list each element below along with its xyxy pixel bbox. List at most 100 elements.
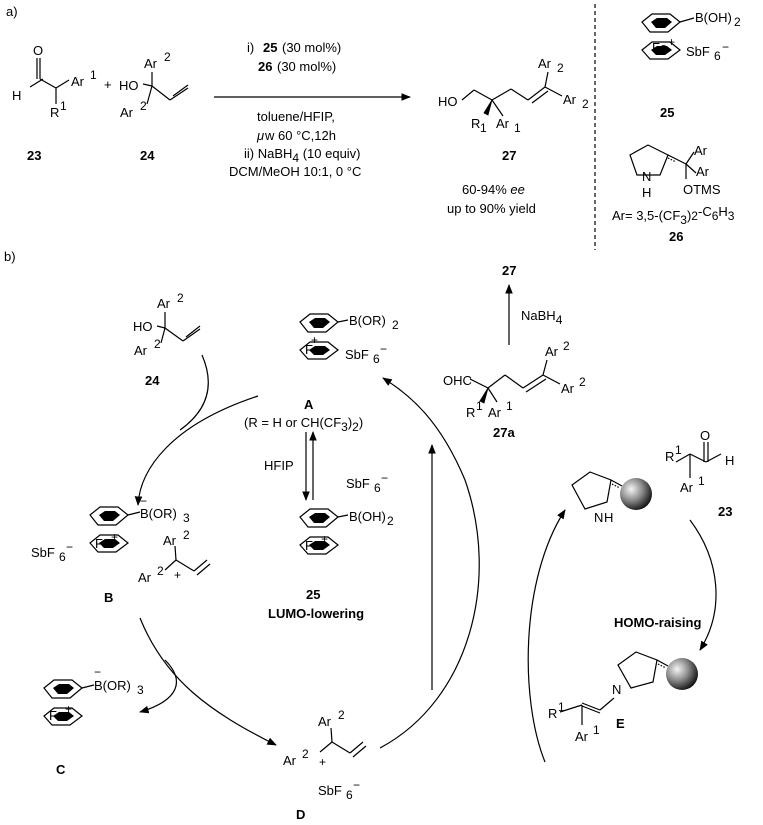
cycle-arrow-a-to-b [134, 395, 259, 506]
catalyst-26-structure: N H Ar Ar OTMS [629, 143, 721, 200]
amine-n: N [594, 510, 603, 525]
species-a-note: (R = H or CH(CF3)2) [244, 415, 363, 434]
cycle-arrow-23-to-e [689, 519, 717, 651]
aldehyde-r: R [50, 105, 59, 120]
cat26-otms: OTMS [683, 182, 721, 197]
cat25-boron: B(OH) [695, 10, 732, 25]
a23c-ar: Ar [680, 480, 694, 495]
product-ar2-right: Ar [563, 92, 577, 107]
i27a-ohc: OHC [443, 373, 472, 388]
compound-27-top-id: 27 [502, 263, 516, 278]
cond-solvent: toluene/HFIP, [257, 109, 335, 124]
compound-24-cycle-id: 24 [145, 373, 160, 388]
cat26-h: H [642, 185, 651, 200]
cond-mw: w 60 °C,12h [264, 128, 336, 143]
spb-ar-left-sup: 2 [157, 564, 164, 578]
compound-25-id: 25 [660, 105, 674, 120]
i27a-ar2-right-sup: 2 [579, 375, 586, 389]
i27a-ar1-sup: 1 [506, 399, 513, 413]
i27a-ar2-top: Ar [545, 344, 559, 359]
product-ar1: Ar [496, 116, 510, 131]
enamine-ar-sup: 1 [593, 723, 600, 737]
a23c-o: O [700, 428, 710, 443]
compound-23-cycle-id: 23 [718, 504, 732, 519]
cat25-anion-sub: 6 [714, 49, 721, 63]
cond-step2-solvent: DCM/MeOH 10:1, 0 °C [229, 164, 361, 179]
a24c-ar-top-sup: 2 [177, 291, 184, 305]
spb-cation: + [174, 568, 181, 582]
cond-cat2: 26 [258, 59, 272, 74]
product-r-sub: 1 [480, 121, 487, 135]
sp25-anion: SbF [346, 476, 370, 491]
product-ar2-top: Ar [538, 56, 552, 71]
a24c-ar-bottom: Ar [134, 343, 148, 358]
cat25-anion-charge: − [722, 40, 729, 54]
species-b-structure: B(OR) 3 − Fe + SbF 6 − Ar 2 Ar 2 + [31, 494, 211, 585]
species-c-structure: B(OR) 3 − Fe + [43, 665, 144, 726]
species-d-structure: Ar 2 Ar 2 + SbF 6 − [283, 708, 367, 802]
species-a-id: A [304, 397, 314, 412]
product-ar2-top-sub: 2 [557, 61, 564, 75]
spb-boron-charge: − [140, 494, 147, 508]
alcohol-24-structure: HO Ar 2 Ar 2 [119, 50, 189, 120]
aldehyde-ar-sup: 1 [90, 68, 97, 82]
species-25-id: 25 [306, 587, 320, 602]
spa-fe-charge: + [311, 333, 318, 347]
a23c-r: R [665, 449, 674, 464]
cond-cat1: 25 [263, 40, 277, 55]
substrate-24-entry-arc [179, 354, 209, 431]
spc-fe-charge: + [65, 702, 72, 716]
i27a-ar2-top-sup: 2 [563, 339, 570, 353]
cat26-ar-right: Ar [696, 164, 710, 179]
i27a-r-sup: 1 [476, 399, 483, 413]
species-d-id: D [296, 807, 305, 822]
spa-anion-charge: − [380, 342, 387, 356]
spb-boron-sub: 3 [183, 511, 190, 525]
plus-sign: + [104, 77, 112, 92]
spc-boron-sub: 3 [137, 683, 144, 697]
spd-ar-top-sup: 2 [338, 708, 345, 722]
hfip-label: HFIP [264, 458, 294, 473]
spd-ar-top: Ar [318, 714, 332, 729]
sp25-fe: Fe [305, 538, 320, 553]
spa-anion-sub: 6 [373, 352, 380, 366]
species-25-structure: B(OH) 2 Fe + SbF 6 − [299, 471, 394, 555]
sp25-fe-charge: + [321, 532, 328, 546]
aldehyde-r-sup: 1 [60, 99, 67, 113]
spa-boron: B(OR) [349, 313, 386, 328]
release-c-arc [139, 659, 177, 714]
cond-cat2-load: (30 mol%) [277, 59, 336, 74]
a23c-ar-sup: 1 [698, 474, 705, 488]
product-ar2-right-sub: 2 [582, 97, 589, 111]
alcohol-ar-bottom: Ar [120, 105, 134, 120]
i27a-r: R [466, 405, 475, 420]
species-b-id: B [104, 590, 113, 605]
spd-anion-sub: 6 [346, 788, 353, 802]
substituent-ball-top [620, 478, 652, 510]
cat26-ar-top: Ar [694, 143, 708, 158]
sp25-boron-sub: 2 [387, 514, 394, 528]
aldehyde-o: O [33, 43, 43, 58]
product-yield: up to 90% yield [447, 201, 536, 216]
compound-23-id: 23 [27, 148, 41, 163]
compound-26-id: 26 [669, 229, 683, 244]
substituent-ball-bottom [666, 658, 698, 690]
cat25-fe: Fe [652, 40, 667, 55]
cycle-arrow-b-to-d [139, 617, 277, 746]
cond-cat1-load: (30 mol%) [282, 40, 341, 55]
alcohol-ar-top: Ar [144, 56, 158, 71]
aldehyde-h: H [12, 88, 21, 103]
sp25-boron: B(OH) [349, 509, 386, 524]
lumo-lowering-label: LUMO-lowering [268, 606, 364, 621]
compound-27-id: 27 [502, 148, 516, 163]
cycle-arrow-d-to-a [379, 377, 480, 749]
enamine-e-structure: N R 1 Ar 1 [548, 651, 698, 744]
alcohol-24-cycle-structure: HO Ar 2 Ar 2 [133, 291, 201, 358]
product-27-structure: HO R 1 Ar 1 Ar 2 Ar 2 [438, 56, 589, 135]
spb-fe-charge: + [111, 530, 118, 544]
homo-raising-label: HOMO-raising [614, 615, 701, 630]
a24c-ho: HO [133, 319, 153, 334]
spd-anion-charge: − [353, 778, 360, 792]
alcohol-ho: HO [119, 78, 139, 93]
enamine-r-sup: 1 [558, 700, 565, 714]
